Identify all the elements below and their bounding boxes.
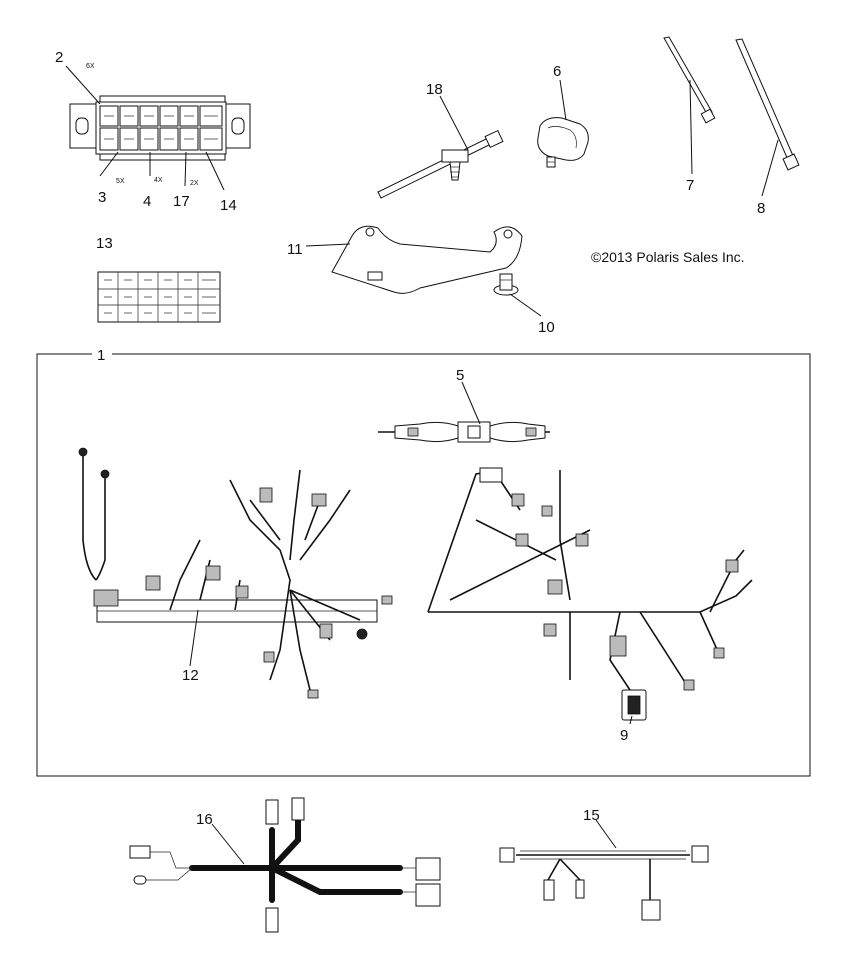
connector-clip-part <box>537 117 589 168</box>
qty-6x: 6X <box>86 63 95 70</box>
leader-lines <box>65 65 779 865</box>
callout-11: 11 <box>287 241 303 258</box>
right-main-harness-part <box>427 467 753 691</box>
cable-tie-mount-part <box>377 129 504 199</box>
callout-3: 3 <box>98 189 106 206</box>
accessory-harness-part <box>499 845 709 921</box>
callout-1: 1 <box>97 347 105 364</box>
cable-tie-small-part <box>663 36 716 124</box>
callout-9: 9 <box>620 727 628 744</box>
callout-5: 5 <box>456 367 464 384</box>
callout-15: 15 <box>583 807 600 824</box>
callout-2: 2 <box>55 49 63 66</box>
push-rivet-part <box>493 273 519 296</box>
qty-5x: 5X <box>116 178 125 185</box>
connector-part <box>621 689 647 721</box>
callout-18: 18 <box>426 81 443 98</box>
label-decal-part <box>97 271 221 323</box>
callout-10: 10 <box>538 319 555 336</box>
callout-13: 13 <box>96 235 113 252</box>
fuse-box-part <box>69 95 251 161</box>
callout-6: 6 <box>553 63 561 80</box>
callout-numbers: 2 3 4 17 14 13 18 6 7 8 11 10 1 5 12 9 1… <box>55 49 765 828</box>
copyright-notice: ©2013 Polaris Sales Inc. <box>591 249 745 265</box>
cable-tie-large-part <box>735 38 800 171</box>
callout-7: 7 <box>686 177 694 194</box>
qty-2x: 2X <box>190 180 199 187</box>
inline-fuse-harness-part <box>378 421 550 443</box>
battery-harness-part <box>129 797 441 933</box>
callout-8: 8 <box>757 200 765 217</box>
callout-4: 4 <box>143 193 151 210</box>
callout-14: 14 <box>220 197 237 214</box>
mounting-bracket-part <box>331 225 523 294</box>
qty-4x: 4X <box>154 177 163 184</box>
callout-16: 16 <box>196 811 213 828</box>
callout-17: 17 <box>173 193 190 210</box>
left-main-harness-part <box>78 447 393 699</box>
main-harness-frame <box>36 353 811 777</box>
quantity-marks: 6X 5X 4X 2X <box>86 63 199 187</box>
callout-12: 12 <box>182 667 199 684</box>
